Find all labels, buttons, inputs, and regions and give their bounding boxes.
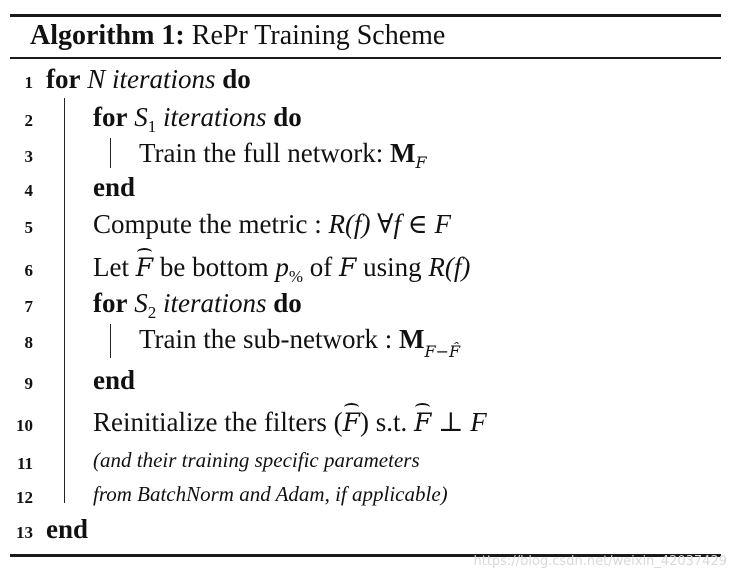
line-text: from BatchNorm and Adam, if applicable) — [93, 482, 448, 506]
line-text: Train the sub-network : — [139, 324, 399, 354]
line-number: 5 — [24, 218, 34, 237]
line-text-b: ) s.t. — [360, 407, 415, 437]
line-number: 9 — [24, 374, 34, 393]
math-s: S — [134, 288, 148, 318]
line-text-d: using — [356, 252, 429, 282]
line-number: 2 — [24, 111, 34, 130]
outer-block-guide — [64, 98, 65, 503]
perp-math: ⊥ F — [431, 407, 487, 437]
subscript-f: F — [415, 153, 427, 172]
cal-f: F — [339, 253, 357, 282]
keyword-for: for — [93, 288, 128, 318]
iterations-text: iterations — [112, 64, 216, 94]
hat-f: F — [343, 403, 360, 440]
bold-math-m: M — [398, 324, 425, 354]
bold-math-m: M — [389, 138, 416, 168]
subscript: 1 — [147, 117, 157, 136]
metric-math: R(f) — [428, 252, 471, 282]
math-s: S — [134, 102, 148, 132]
keyword-do: do — [222, 64, 251, 94]
subscript: 2 — [147, 303, 157, 322]
line-text-c: of — [303, 252, 340, 282]
line-text-a: Reinitialize the filters ( — [93, 407, 343, 437]
keyword-do: do — [273, 102, 302, 132]
iterations-text: iterations — [162, 288, 267, 318]
inner-block-guide-1 — [110, 138, 111, 168]
line-number: 11 — [16, 454, 33, 473]
algorithm-name: RePr Training Scheme — [191, 20, 446, 51]
inner-block-guide-2 — [110, 324, 111, 358]
metric-math: R(f) ∀f ∈ F — [328, 209, 451, 239]
subscript-percent: % — [288, 267, 304, 286]
keyword-end: end — [46, 514, 89, 544]
algorithm-label: Algorithm 1: — [30, 20, 185, 51]
line-number: 3 — [24, 147, 34, 166]
line-text-b: be bottom — [153, 252, 276, 282]
keyword-do: do — [273, 288, 302, 318]
keyword-for: for — [93, 102, 128, 132]
math-n: N — [87, 64, 106, 94]
hat-f-2: F — [414, 403, 431, 440]
watermark-text: https://blog.csdn.net/weixin_42037429 — [473, 554, 727, 569]
hat-f: F — [136, 248, 153, 285]
line-number: 7 — [24, 297, 34, 316]
line-number: 10 — [16, 416, 33, 435]
bottom-rule — [10, 554, 721, 557]
line-text-a: Let — [93, 252, 136, 282]
line-number: 6 — [24, 261, 34, 280]
keyword-end: end — [93, 365, 136, 395]
algorithm-title: Algorithm 1: RePr Training Scheme — [30, 18, 445, 54]
title-rule — [10, 57, 721, 59]
keyword-for: for — [46, 64, 81, 94]
line-text: Train the full network: — [139, 138, 390, 168]
line-text: (and their training specific parameters — [93, 448, 420, 472]
line-number: 4 — [24, 181, 34, 200]
keyword-end: end — [93, 172, 136, 202]
line-number: 12 — [16, 488, 33, 507]
math-p: p — [275, 252, 289, 282]
top-rule — [10, 14, 721, 17]
line-number: 13 — [16, 523, 33, 542]
line-number: 8 — [24, 333, 34, 352]
line-number: 1 — [24, 73, 34, 92]
line-text: Compute the metric : — [93, 209, 329, 239]
iterations-text: iterations — [162, 102, 267, 132]
subscript-f-minus-fhat: F−F̂ — [424, 342, 461, 361]
